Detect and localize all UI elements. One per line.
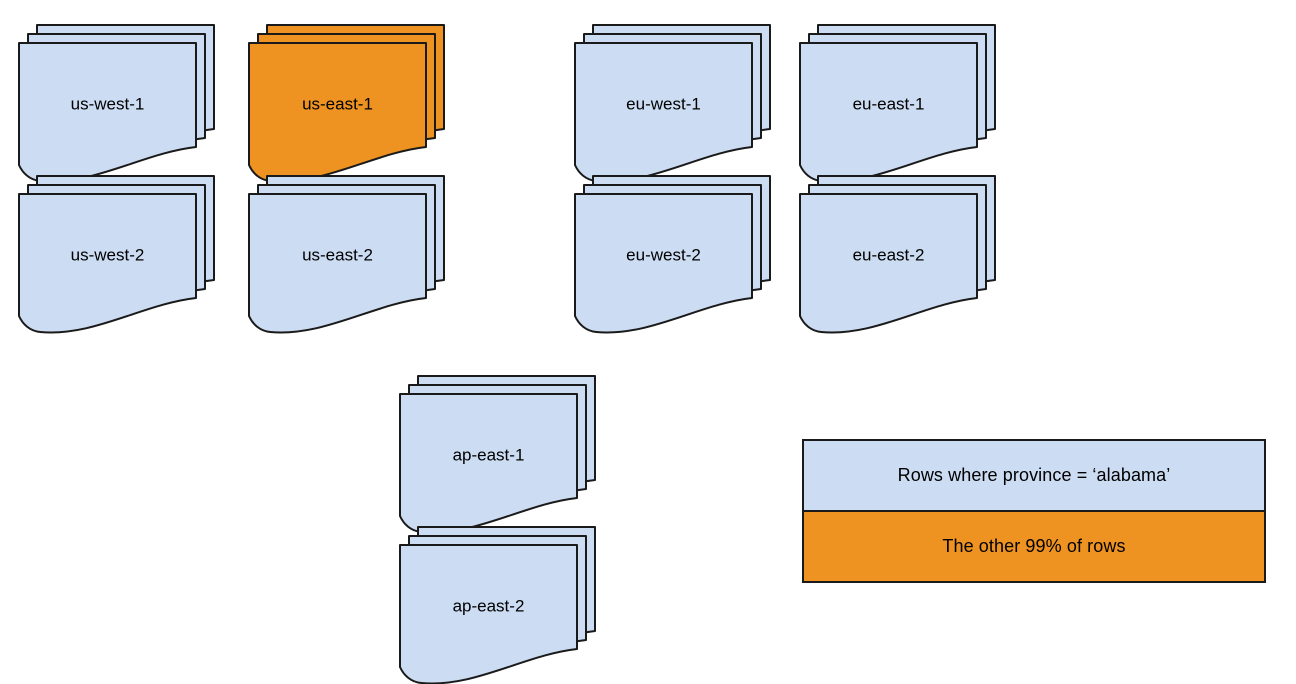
document-stack-eu-east-1[interactable]: eu-east-1 <box>797 22 998 183</box>
legend-row-orange: The other 99% of rows <box>804 512 1264 581</box>
legend-label-blue: Rows where province = ‘alabama’ <box>897 464 1171 485</box>
document-stack-label: ap-east-2 <box>453 596 525 615</box>
document-stack-ap-east-2[interactable]: ap-east-2 <box>397 524 598 684</box>
document-stack-eu-west-2[interactable]: eu-west-2 <box>572 173 773 334</box>
document-stack-label: us-east-2 <box>302 245 373 264</box>
document-stack-us-east-1[interactable]: us-east-1 <box>246 22 447 183</box>
document-sheet-front <box>248 193 427 334</box>
document-stack-label: eu-east-2 <box>853 245 925 264</box>
document-stack-eu-west-1[interactable]: eu-west-1 <box>572 22 773 183</box>
document-stack-label: eu-east-1 <box>853 94 925 113</box>
document-stack-label: us-west-1 <box>71 94 145 113</box>
document-stack-label: us-west-2 <box>71 245 145 264</box>
document-stack-label: eu-west-1 <box>626 94 701 113</box>
document-stack-eu-east-2[interactable]: eu-east-2 <box>797 173 998 334</box>
legend-box: Rows where province = ‘alabama’ The othe… <box>802 439 1266 583</box>
document-stack-us-east-2[interactable]: us-east-2 <box>246 173 447 334</box>
document-sheet-front <box>18 193 197 334</box>
document-stack-label: eu-west-2 <box>626 245 701 264</box>
document-stack-label: us-east-1 <box>302 94 373 113</box>
document-stack-us-west-2[interactable]: us-west-2 <box>16 173 217 334</box>
document-sheet-front <box>799 193 978 334</box>
document-stack-us-west-1[interactable]: us-west-1 <box>16 22 217 183</box>
document-stack-label: ap-east-1 <box>453 445 525 464</box>
document-stack-ap-east-1[interactable]: ap-east-1 <box>397 373 598 534</box>
legend-label-orange: The other 99% of rows <box>942 535 1126 556</box>
legend-row-blue: Rows where province = ‘alabama’ <box>804 441 1264 512</box>
document-sheet-front <box>574 193 753 334</box>
